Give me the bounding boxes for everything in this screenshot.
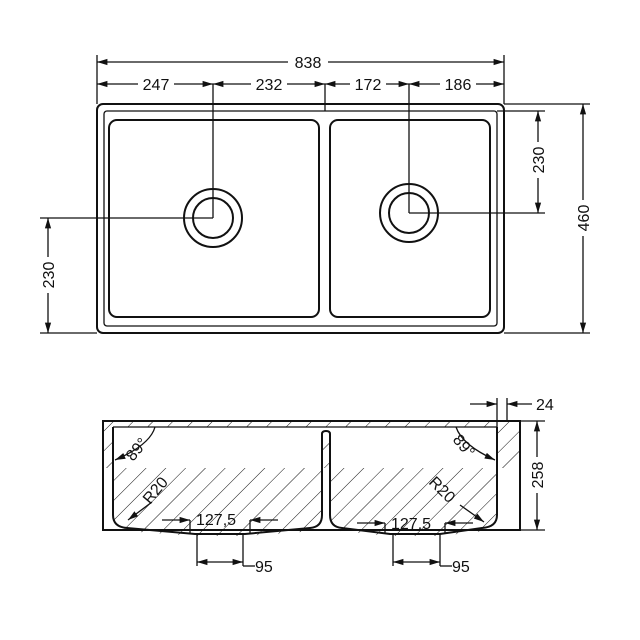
dim-drain-top-left: 127,5 (196, 512, 236, 529)
plan-view: 838 247 232 172 186 230 460 230 (39, 53, 593, 334)
dim-overall-depth: 460 (576, 205, 593, 232)
dim-height: 258 (530, 462, 547, 489)
section-view: 24 258 89° 89° R20 R20 127,5 127,5 95 (102, 397, 554, 576)
dim-segment-2: 232 (256, 77, 283, 94)
dim-drain-bottom-left: 95 (255, 559, 273, 576)
dim-segment-3: 172 (355, 77, 382, 94)
dim-drain-top-right: 127,5 (391, 516, 431, 533)
dim-segment-1: 247 (143, 77, 170, 94)
dim-left-height: 230 (41, 262, 58, 289)
dim-rim: 24 (536, 397, 554, 414)
angle-right: 89° (449, 432, 478, 461)
dim-drain-bottom-right: 95 (452, 559, 470, 576)
dim-segment-4: 186 (445, 77, 472, 94)
dim-overall-width: 838 (295, 55, 322, 72)
dim-right-height: 230 (531, 147, 548, 174)
bowl-profile (112, 427, 498, 535)
right-bowl (329, 119, 491, 318)
